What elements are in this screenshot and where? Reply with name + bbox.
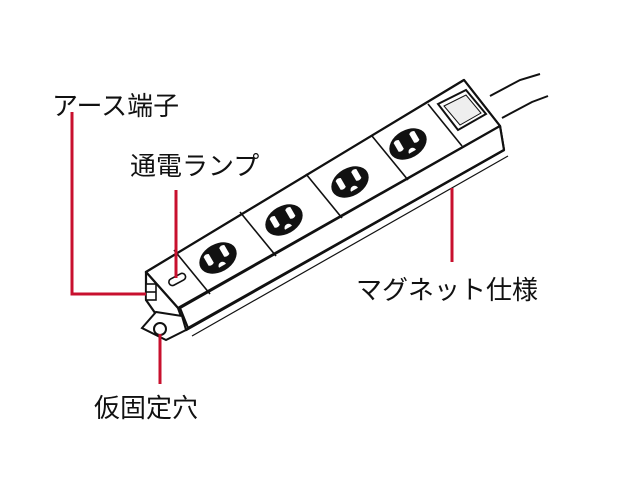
fixing-hole-label: 仮固定穴: [94, 394, 199, 424]
outlets: [199, 128, 427, 274]
outlet: [265, 204, 303, 236]
outlet: [199, 242, 237, 274]
outlet-dividers: [173, 103, 463, 295]
earth-terminal: [145, 283, 157, 301]
power-cord: [489, 73, 549, 119]
outlet: [389, 128, 427, 160]
leader-earth-terminal: [70, 112, 146, 296]
earth-terminal-label: アース端子: [52, 92, 180, 122]
leader-lines: [70, 112, 454, 384]
switch: [436, 88, 488, 132]
magnet-label: マグネット仕様: [356, 276, 539, 306]
power-lamp-label: 通電ランプ: [130, 152, 260, 182]
outlet: [331, 166, 369, 198]
fixing-hole-tab: [140, 310, 188, 342]
